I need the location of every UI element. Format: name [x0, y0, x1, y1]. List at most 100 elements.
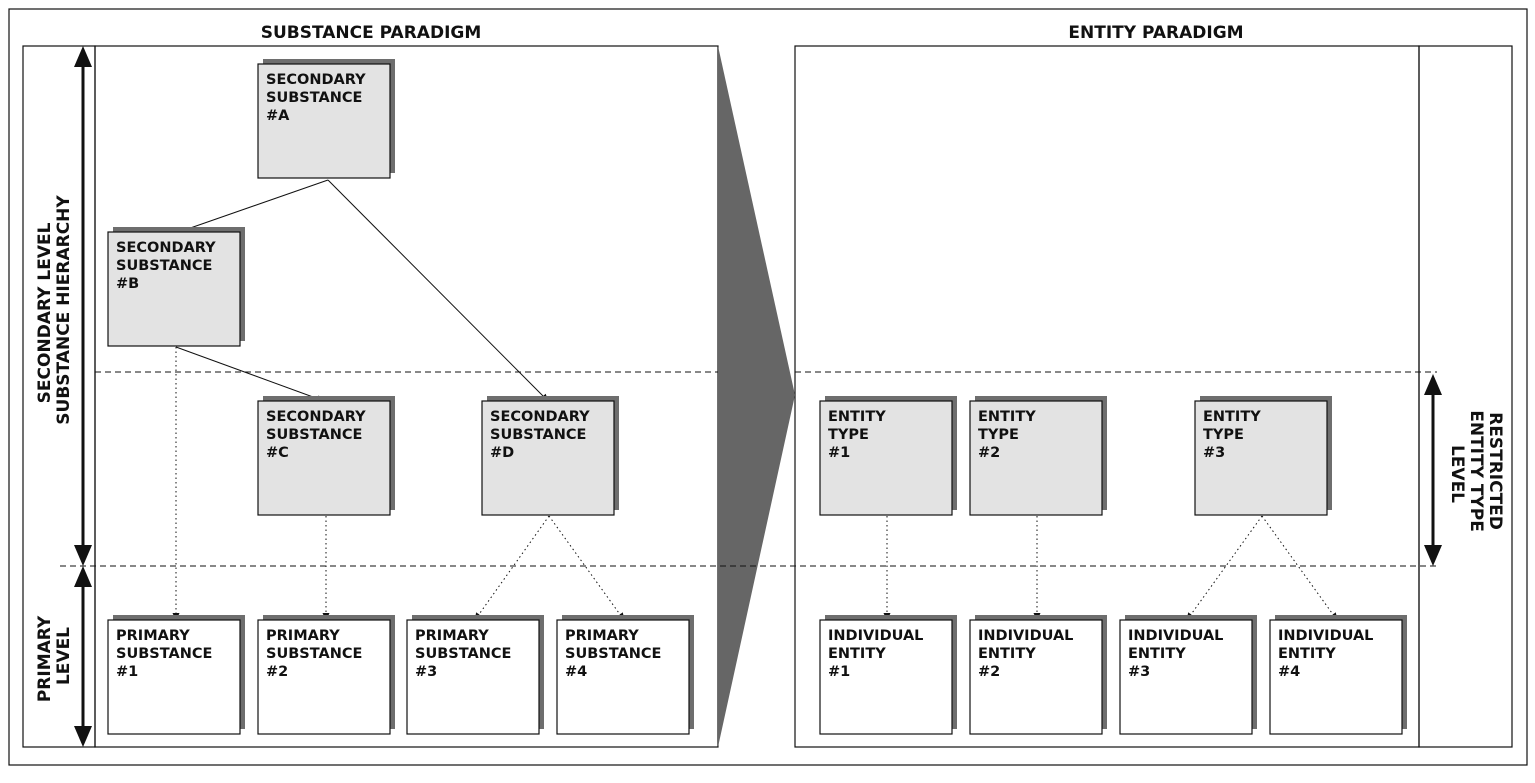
box-label-line: #3 [415, 664, 437, 680]
link-t3-to-i4 [1261, 515, 1338, 621]
box-label-line: TYPE [1203, 427, 1244, 443]
box-label-line: SUBSTANCE [266, 427, 362, 443]
box-label-line: SUBSTANCE [116, 258, 212, 274]
box-label-line: #4 [565, 664, 587, 680]
box-body [1194, 400, 1328, 516]
link-t3-to-i3 [1186, 515, 1263, 621]
primary-level-label: PRIMARY LEVEL [35, 610, 74, 702]
restricted-arrow-bottom-head [1424, 545, 1442, 566]
box-label-line: SUBSTANCE [415, 646, 511, 662]
secondary-arrow-bottom-head [74, 545, 92, 566]
box-label-line: PRIMARY [565, 628, 639, 644]
box-label-line: #A [266, 108, 290, 124]
link-d-to-p3 [474, 515, 550, 621]
box-label-line: SUBSTANCE [490, 427, 586, 443]
box-label-line: SECONDARY [266, 72, 366, 88]
box-label-line: #4 [1278, 664, 1300, 680]
box-sec-d: SECONDARY SUBSTANCE #D [481, 396, 619, 516]
box-label-line: TYPE [978, 427, 1019, 443]
box-label-line: SECONDARY [490, 409, 590, 425]
box-label-line: ENTITY [1203, 409, 1261, 425]
right-label-column [1418, 45, 1513, 748]
box-label-line: PRIMARY [415, 628, 489, 644]
box-prim-4: PRIMARY SUBSTANCE #4 [556, 615, 694, 735]
box-body [107, 231, 241, 347]
link-a-to-b [175, 179, 329, 235]
box-sec-b: SECONDARY SUBSTANCE #B [107, 227, 245, 347]
box-type-2: ENTITY TYPE #2 [969, 396, 1107, 516]
box-body [257, 619, 391, 735]
box-label-line: PRIMARY [266, 628, 340, 644]
box-label-line: INDIVIDUAL [1278, 628, 1373, 644]
box-label-line: INDIVIDUAL [828, 628, 923, 644]
box-body [1269, 619, 1403, 735]
box-label-line: INDIVIDUAL [978, 628, 1073, 644]
box-type-3: ENTITY TYPE #3 [1194, 396, 1332, 516]
box-label-line: ENTITY [978, 409, 1036, 425]
box-label-line: #B [116, 276, 139, 292]
box-label: ENTITY TYPE #3 [1203, 409, 1261, 461]
link-b-to-c [175, 346, 325, 402]
entity-paradigm-title: ENTITY PARADIGM [1068, 23, 1243, 43]
box-body [107, 619, 241, 735]
box-body [1119, 619, 1253, 735]
box-ind-4: INDIVIDUAL ENTITY #4 [1269, 615, 1407, 735]
box-label-line: ENTITY [1278, 646, 1336, 662]
box-body [819, 619, 953, 735]
box-label-line: #1 [828, 445, 850, 461]
secondary-arrow-top-head [74, 46, 92, 67]
box-label-line: SECONDARY [116, 240, 216, 256]
box-prim-3: PRIMARY SUBSTANCE #3 [406, 615, 544, 735]
box-label-line: SUBSTANCE [266, 90, 362, 106]
box-label-line: #C [266, 445, 289, 461]
box-label: ENTITY TYPE #2 [978, 409, 1036, 461]
box-label: INDIVIDUAL ENTITY #1 [828, 628, 923, 680]
paradigm-transform-wedge [718, 46, 795, 747]
box-label-line: ENTITY [978, 646, 1036, 662]
box-label: PRIMARY SUBSTANCE #4 [565, 628, 661, 680]
secondary-level-label: SECONDARY LEVEL SUBSTANCE HIERARCHY [35, 195, 74, 425]
box-label-line: #1 [116, 664, 138, 680]
primary-arrow-bottom-head [74, 726, 92, 747]
box-ind-1: INDIVIDUAL ENTITY #1 [819, 615, 957, 735]
box-label: SECONDARY SUBSTANCE #C [266, 409, 366, 461]
box-label: SECONDARY SUBSTANCE #B [116, 240, 216, 292]
box-label-line: SUBSTANCE [266, 646, 362, 662]
link-a-to-d [327, 179, 549, 402]
restricted-arrow-top-head [1424, 374, 1442, 395]
box-label-line: ENTITY [828, 646, 886, 662]
box-label-line: #2 [978, 445, 1000, 461]
box-label-line: TYPE [828, 427, 869, 443]
box-body [257, 400, 391, 516]
boxes-layer: SECONDARY SUBSTANCE #A SECONDARY SUBSTANCE #B… [107, 59, 1407, 735]
box-label-line: #3 [1128, 664, 1150, 680]
box-label-line: #1 [828, 664, 850, 680]
box-label-line: SUBSTANCE [565, 646, 661, 662]
box-body [969, 619, 1103, 735]
box-body [969, 400, 1103, 516]
outer-frame [8, 8, 1528, 766]
box-label: SECONDARY SUBSTANCE #A [266, 72, 366, 124]
box-label-line: SUBSTANCE [116, 646, 212, 662]
box-body [556, 619, 690, 735]
box-body [819, 400, 953, 516]
box-body [481, 400, 615, 516]
box-label-line: #3 [1203, 445, 1225, 461]
box-body [257, 63, 391, 179]
box-label-line: ENTITY [1128, 646, 1186, 662]
box-label-line: SECONDARY [266, 409, 366, 425]
substance-paradigm-title: SUBSTANCE PARADIGM [261, 23, 482, 43]
primary-arrow-top-head [74, 566, 92, 587]
box-sec-c: SECONDARY SUBSTANCE #C [257, 396, 395, 516]
box-label-line: #D [490, 445, 514, 461]
